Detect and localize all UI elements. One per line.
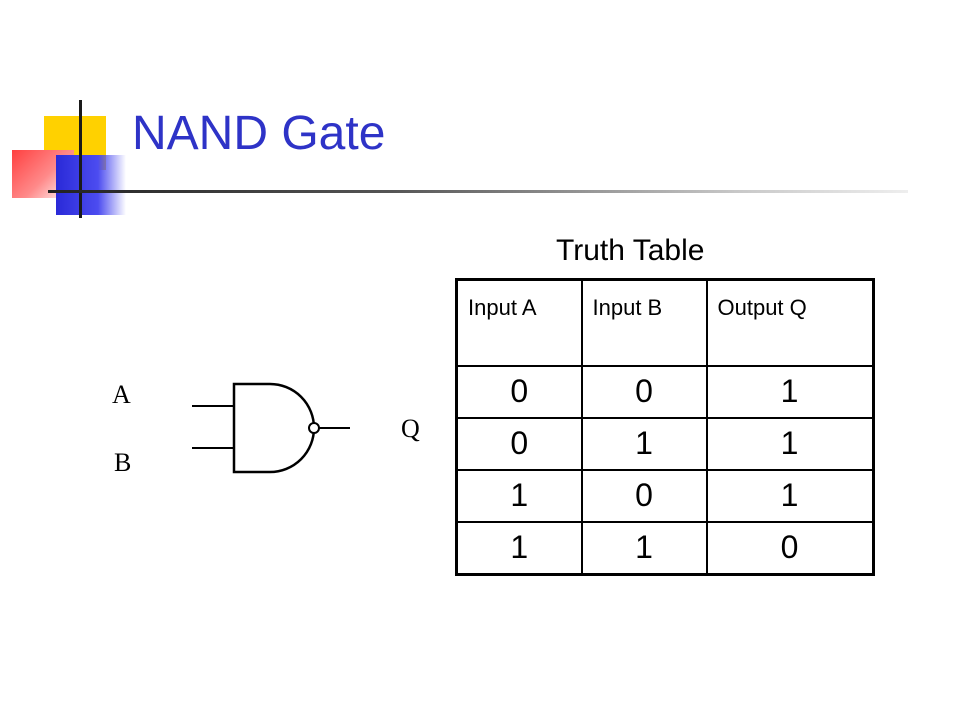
table-row: 1 1 0 [455,520,874,575]
table-row: 0 1 1 [455,416,874,471]
cell-input-b: 1 [580,416,708,471]
gate-body [232,382,316,474]
gate-input-b-label: B [114,448,132,477]
truth-table-caption: Truth Table [556,234,705,267]
title-underline [48,190,908,193]
inversion-bubble [308,422,320,434]
decor-vertical-rule [79,100,82,218]
cell-input-a: 0 [455,416,583,471]
header-input-a: Input A [455,278,583,367]
cell-output-q: 0 [705,520,874,575]
nand-gate-symbol [192,382,350,474]
header-output-q: Output Q [705,278,874,367]
table-row: 0 0 1 [455,364,874,419]
cell-input-b: 1 [580,520,708,575]
cell-output-q: 1 [705,416,874,471]
truth-table-header-row: Input A Input B Output Q [455,278,874,367]
truth-table: Input A Input B Output Q 0 0 1 0 1 1 1 0… [455,278,875,576]
cell-input-b: 0 [580,364,708,419]
cell-input-a: 1 [455,520,583,575]
cell-input-b: 0 [580,468,708,523]
header-input-b: Input B [580,278,708,367]
cell-output-q: 1 [705,468,874,523]
gate-input-a-label: A [112,380,131,409]
cell-input-a: 1 [455,468,583,523]
table-row: 1 0 1 [455,468,874,523]
decor-blue-square [56,155,126,215]
slide-title: NAND Gate [132,107,386,160]
cell-output-q: 1 [705,364,874,419]
gate-output-q-label: Q [401,414,420,443]
cell-input-a: 0 [455,364,583,419]
